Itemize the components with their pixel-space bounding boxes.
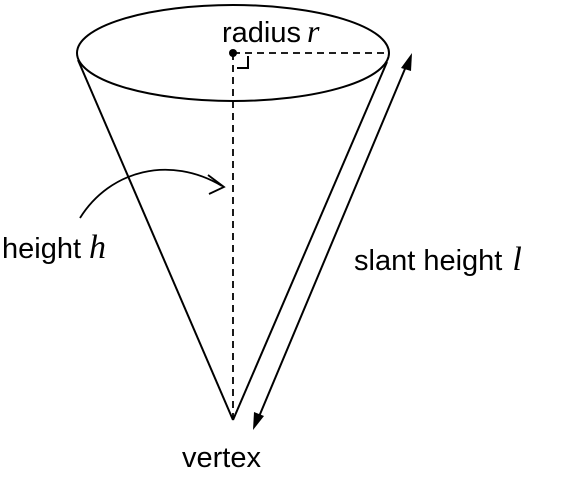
vertex-label: vertex [182, 442, 261, 474]
slant-height-arrowhead-bottom [253, 412, 264, 430]
cone-left-side [77, 59, 234, 421]
slant-height-arrowhead-top [401, 53, 412, 71]
cone-right-side [232, 61, 388, 421]
right-angle-marker [237, 56, 249, 69]
height-pointer-arrowhead [207, 174, 226, 195]
height-pointer-curve [79, 168, 223, 219]
center-point [229, 49, 237, 57]
slant-height-arrow-line [257, 63, 408, 420]
